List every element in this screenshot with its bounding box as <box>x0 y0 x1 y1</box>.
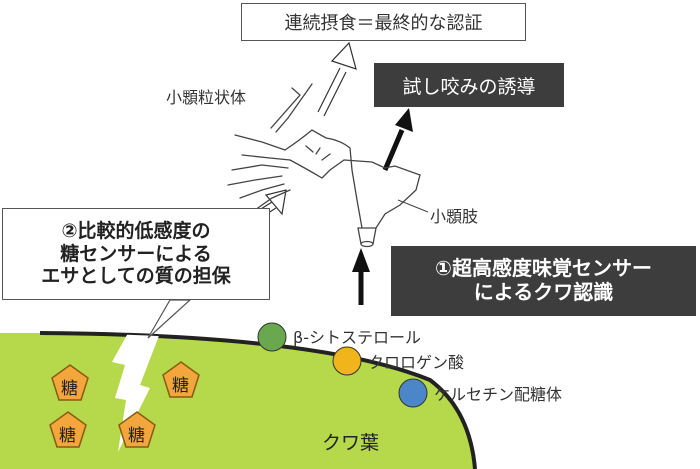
continuous-feeding-text: 連続摂食＝最終的な認証 <box>284 13 483 34</box>
maxillary-palp-label: 小顋肢 <box>430 207 479 226</box>
beta-sitosterol-dot <box>257 322 287 352</box>
sugar-badge <box>162 361 200 398</box>
leaf-edge <box>39 331 477 469</box>
chlorogenic-acid-label: クロロゲン酸 <box>368 353 465 372</box>
taste-line-2: によるクワ認識 <box>473 280 614 304</box>
continuous-feeding-box: 連続摂食＝最終的な認証 <box>241 3 526 41</box>
galea-label: 小顋粒状体 <box>166 88 247 107</box>
bold-arrow-recognition <box>352 248 370 305</box>
beta-sitosterol-label: β-シトステロール <box>293 328 421 347</box>
taste-line-1: ①超高感度味覚センサー <box>435 256 652 281</box>
trial-bite-text: 試し咬みの誘導 <box>402 75 536 98</box>
maxilla-sketch <box>227 83 421 229</box>
sugar-badge <box>51 364 89 401</box>
sugar-line-3: エサとしての質の担保 <box>41 265 231 288</box>
sugar-box-pointer <box>147 299 192 339</box>
palp-tip <box>357 227 377 248</box>
bold-arrow-trial-bite <box>382 108 413 171</box>
sugar-sensor-box: ②比較的低感度の 糖センサーによる エサとしての質の担保 <box>2 208 270 300</box>
hollow-arrow-continuous <box>317 41 357 117</box>
mulberry-leaf-label: クワ葉 <box>322 432 380 454</box>
sugar-badge-text: 糖 <box>59 426 76 446</box>
quercetin-glycoside-label: ケルセチン配糖体 <box>434 385 563 404</box>
chlorogenic-acid-dot <box>332 346 362 376</box>
trial-bite-box: 試し咬みの誘導 <box>374 63 564 107</box>
taste-sensor-box: ①超高感度味覚センサー によるクワ認識 <box>391 246 696 316</box>
sugar-badge-text: 糖 <box>128 426 145 446</box>
sugar-line-2: 糖センサーによる <box>60 242 212 265</box>
sugar-line-1: ②比較的低感度の <box>61 220 211 243</box>
sugar-badge <box>49 411 87 448</box>
sugar-badge <box>118 411 156 448</box>
palp-leader-line <box>397 199 429 213</box>
sugar-badge-text: 糖 <box>172 376 189 396</box>
sugar-badge-text: 糖 <box>61 379 78 399</box>
quercetin-glycoside-dot <box>398 378 428 408</box>
